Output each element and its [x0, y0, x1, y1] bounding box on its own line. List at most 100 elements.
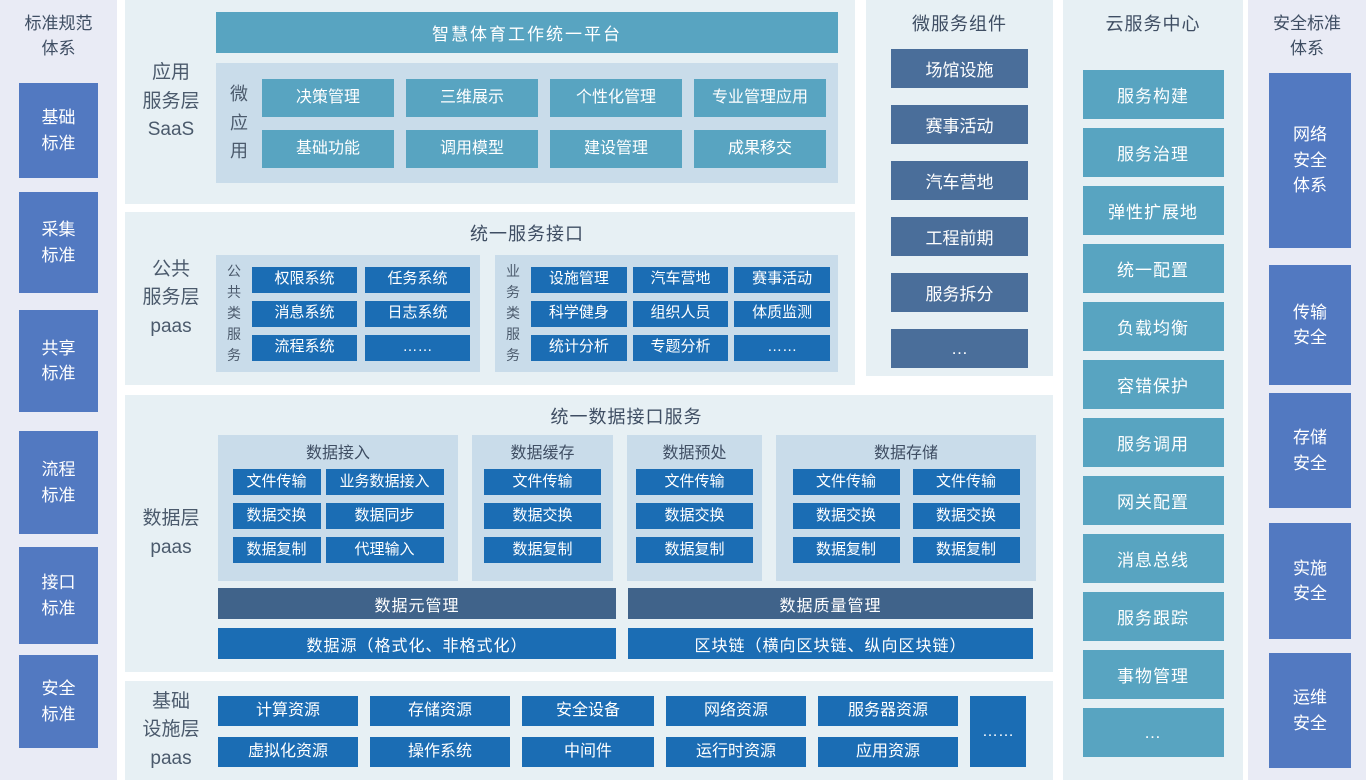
- public-services-grid: 权限系统 任务系统 消息系统 日志系统 流程系统 ……: [252, 266, 480, 361]
- unified-service-interface-header: 统一服务接口: [470, 224, 584, 244]
- data-storage-group: 数据存储 文件传输 文件传输 数据交换 数据交换 数据复制 数据复制: [776, 435, 1036, 581]
- data-storage-grid: 文件传输 文件传输 数据交换 数据交换 数据复制 数据复制: [792, 469, 1020, 563]
- security-standards-title: 安全标准 体系: [1273, 14, 1341, 58]
- microservice-box-venue: 场馆设施: [891, 49, 1028, 88]
- standard-item-interface: 接口 标准: [19, 547, 98, 644]
- micro-apps-label: 微 应 用: [230, 83, 248, 162]
- cloud-box-service-call: 服务调用: [1082, 418, 1224, 467]
- data-storage-title: 数据存储: [873, 445, 938, 462]
- cloud-service-stack: 服务构建 服务治理 弹性扩展地 统一配置 负载均衡 容错保护 服务调用 网关配置…: [1082, 70, 1224, 757]
- data-box-replication: 数据复制: [636, 537, 753, 563]
- service-box-log: 日志系统: [365, 300, 470, 327]
- cloud-box-gateway-config: 网关配置: [1082, 476, 1224, 525]
- microservice-box-more: …: [891, 329, 1028, 368]
- public-service-layer-panel: 公共 服务层 paas 统一服务接口 公 共 类 服 务 权限系统 任务系统 消…: [125, 212, 855, 385]
- microservice-box-camping: 汽车营地: [891, 161, 1028, 200]
- data-box-exchange: 数据交换: [232, 503, 321, 529]
- standard-item-basic: 基础 标准: [19, 83, 98, 178]
- data-box-file-transfer: 文件传输: [792, 469, 900, 495]
- infra-box-virtualization: 虚拟化资源: [218, 737, 358, 767]
- cloud-service-panel: 云服务中心 服务构建 服务治理 弹性扩展地 统一配置 负载均衡 容错保护 服务调…: [1063, 0, 1243, 780]
- data-layer-panel: 数据层 paas 统一数据接口服务 数据接入 文件传输 业务数据接入 数据交换 …: [125, 395, 1053, 672]
- app-box-basic: 基础功能: [262, 129, 394, 168]
- unified-data-interface-header: 统一数据接口服务: [550, 407, 703, 427]
- cloud-box-load-balancing: 负载均衡: [1082, 302, 1224, 351]
- cloud-box-fault-tolerance: 容错保护: [1082, 360, 1224, 409]
- app-box-construction: 建设管理: [550, 129, 682, 168]
- service-box-more: ……: [734, 334, 830, 361]
- data-access-title: 数据接入: [305, 445, 370, 462]
- app-box-3d: 三维展示: [406, 78, 538, 117]
- cloud-box-more: …: [1082, 708, 1224, 757]
- data-box-replication: 数据复制: [232, 537, 321, 563]
- microservice-box-events: 赛事活动: [891, 105, 1028, 144]
- service-box-analysis: 专题分析: [632, 334, 729, 361]
- cloud-box-transaction: 事物管理: [1082, 650, 1224, 699]
- cloud-box-unified-config: 统一配置: [1082, 244, 1224, 293]
- infra-box-more: ……: [970, 696, 1026, 767]
- infrastructure-layer-panel: 基础 设施层 paas 计算资源 存储资源 安全设备 网络资源 服务器资源 ………: [125, 681, 1053, 780]
- service-box-facility: 设施管理: [531, 266, 627, 293]
- cloud-box-elastic-scaling: 弹性扩展地: [1082, 186, 1224, 235]
- standard-item-collection: 采集 标准: [19, 192, 98, 293]
- security-item-transmission: 传输 安全: [1269, 265, 1351, 385]
- infra-box-application: 应用资源: [818, 737, 958, 767]
- data-box-business-access: 业务数据接入: [325, 469, 444, 495]
- app-box-decision: 决策管理: [262, 78, 394, 117]
- service-box-personnel: 组织人员: [632, 300, 729, 327]
- service-box-more: ……: [365, 334, 470, 361]
- saas-layer-label: 应用 服务层 SaaS: [142, 62, 200, 141]
- service-box-workflow: 流程系统: [252, 334, 357, 361]
- microservices-title: 微服务组件: [912, 14, 1007, 34]
- data-management-bars: 数据元管理 数据质量管理: [218, 588, 1033, 619]
- cloud-service-title: 云服务中心: [1105, 14, 1201, 34]
- app-box-personalization: 个性化管理: [550, 78, 682, 117]
- infra-box-os: 操作系统: [370, 737, 510, 767]
- service-box-task: 任务系统: [365, 266, 470, 293]
- business-services-grid: 设施管理 汽车营地 赛事活动 科学健身 组织人员 体质监测 统计分析 专题分析 …: [531, 266, 838, 361]
- security-item-storage: 存储 安全: [1269, 393, 1351, 508]
- standard-item-sharing: 共享 标准: [19, 310, 98, 412]
- data-quality-management-bar: 数据质量管理: [628, 588, 1033, 619]
- data-source-bars: 数据源（格式化、非格式化） 区块链（横向区块链、纵向区块链）: [218, 628, 1033, 659]
- standards-sidebar: 标准规范 体系 基础 标准 采集 标准 共享 标准 流程 标准 接口 标准 安全…: [0, 0, 117, 780]
- data-box-exchange: 数据交换: [792, 503, 900, 529]
- data-source-bar: 数据源（格式化、非格式化）: [218, 628, 616, 659]
- business-services-container: 业 务 类 服 务 设施管理 汽车营地 赛事活动 科学健身 组织人员 体质监测 …: [495, 255, 838, 372]
- infra-box-middleware: 中间件: [522, 737, 654, 767]
- microservice-box-engineering: 工程前期: [891, 217, 1028, 256]
- blockchain-bar: 区块链（横向区块链、纵向区块链）: [628, 628, 1033, 659]
- service-box-camping: 汽车营地: [632, 266, 729, 293]
- standards-sidebar-title: 标准规范 体系: [24, 14, 93, 58]
- infra-box-storage: 存储资源: [370, 696, 510, 726]
- infra-box-security-device: 安全设备: [522, 696, 654, 726]
- data-layer-label: 数据层 paas: [142, 508, 200, 558]
- security-item-operations: 运维 安全: [1269, 653, 1351, 768]
- data-access-grid: 文件传输 业务数据接入 数据交换 数据同步 数据复制 代理输入: [232, 469, 444, 563]
- service-box-monitoring: 体质监测: [734, 300, 830, 327]
- data-cache-group: 数据缓存 文件传输 数据交换 数据复制: [472, 435, 613, 581]
- data-cache-title: 数据缓存: [510, 445, 575, 462]
- data-box-replication: 数据复制: [912, 537, 1020, 563]
- cloud-box-service-tracking: 服务跟踪: [1082, 592, 1224, 641]
- data-box-exchange: 数据交换: [636, 503, 753, 529]
- data-access-group: 数据接入 文件传输 业务数据接入 数据交换 数据同步 数据复制 代理输入: [218, 435, 458, 581]
- standard-item-security: 安全 标准: [19, 655, 98, 748]
- cloud-box-build: 服务构建: [1082, 70, 1224, 119]
- infra-box-network: 网络资源: [666, 696, 806, 726]
- data-box-exchange: 数据交换: [912, 503, 1020, 529]
- standard-item-process: 流程 标准: [19, 431, 98, 534]
- service-box-message: 消息系统: [252, 300, 357, 327]
- infra-box-server: 服务器资源: [818, 696, 958, 726]
- data-box-proxy-input: 代理输入: [325, 537, 444, 563]
- microservices-panel: 微服务组件 场馆设施 赛事活动 汽车营地 工程前期 服务拆分 …: [866, 0, 1053, 376]
- data-box-exchange: 数据交换: [484, 503, 601, 529]
- data-box-file-transfer: 文件传输: [636, 469, 753, 495]
- data-preprocess-grid: 文件传输 数据交换 数据复制: [636, 469, 753, 563]
- metadata-management-bar: 数据元管理: [218, 588, 616, 619]
- data-box-replication: 数据复制: [484, 537, 601, 563]
- data-cache-grid: 文件传输 数据交换 数据复制: [484, 469, 601, 563]
- data-box-file-transfer: 文件传输: [232, 469, 321, 495]
- micro-apps-container: 微 应 用 决策管理 三维展示 个性化管理 专业管理应用 基础功能 调用模型 建…: [216, 63, 838, 183]
- public-services-container: 公 共 类 服 务 权限系统 任务系统 消息系统 日志系统 流程系统 ……: [216, 255, 480, 372]
